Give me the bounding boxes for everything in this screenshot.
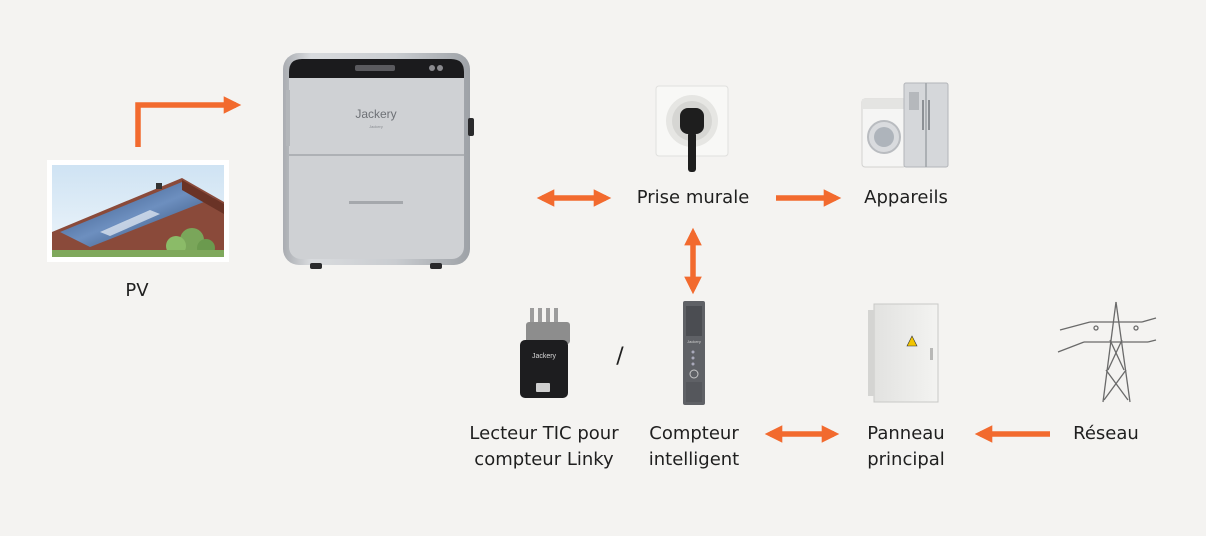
arrow-pv-to-station	[135, 96, 242, 147]
label-smart-meter-line2: intelligent	[648, 449, 740, 470]
label-smart-meter: Compteur intelligent	[634, 421, 754, 473]
power-station-image: Jackery Jackery	[283, 53, 474, 269]
label-main-panel-line2: principal	[867, 449, 945, 470]
svg-text:Jackery: Jackery	[369, 124, 383, 129]
wall-socket-image	[655, 85, 729, 172]
smart-meter-image: Jackery	[683, 301, 705, 405]
label-separator: /	[616, 344, 624, 369]
label-tic-reader-line2: compteur Linky	[474, 449, 614, 470]
pv-solar-roof-image	[47, 160, 229, 262]
power-pylon-image	[1057, 301, 1157, 403]
svg-text:Jackery: Jackery	[687, 339, 701, 344]
label-smart-meter-line1: Compteur	[649, 423, 739, 444]
label-wall-socket: Prise murale	[636, 187, 750, 208]
tic-reader-image: Jackery	[520, 308, 570, 398]
label-grid: Réseau	[1073, 423, 1139, 444]
station-logo: Jackery	[355, 107, 396, 121]
label-tic-reader: Lecteur TIC pour compteur Linky	[452, 421, 636, 473]
reader-logo: Jackery	[532, 353, 557, 360]
main-panel-image	[868, 303, 939, 403]
appliances-image	[861, 82, 949, 168]
label-main-panel: Panneau principal	[850, 421, 962, 473]
label-pv: PV	[125, 280, 149, 301]
label-appliances: Appareils	[864, 187, 948, 208]
label-tic-reader-line1: Lecteur TIC pour	[469, 423, 619, 444]
label-main-panel-line1: Panneau	[867, 423, 945, 444]
